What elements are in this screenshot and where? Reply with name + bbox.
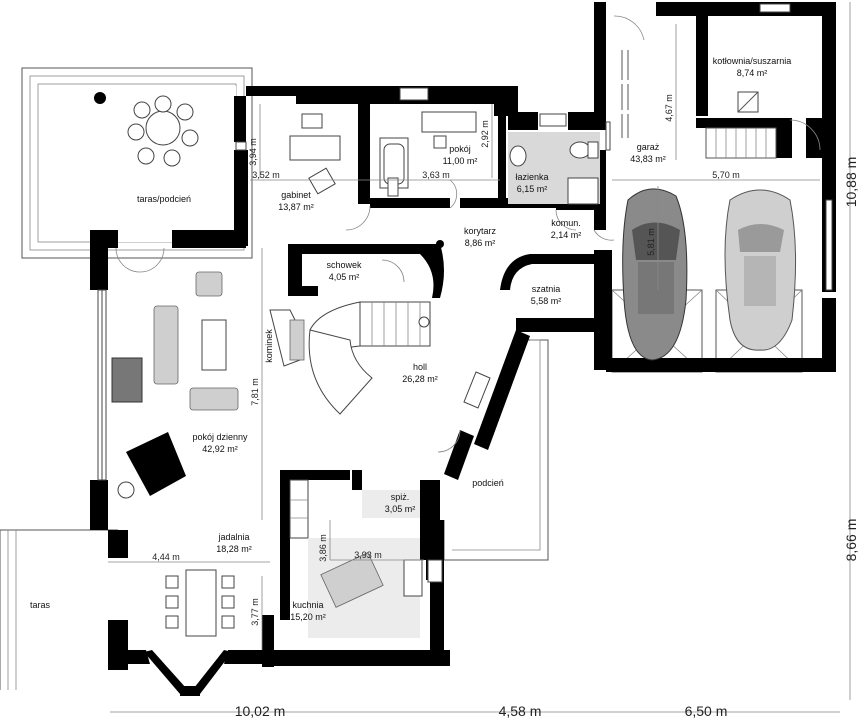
label-taras: taras: [30, 600, 51, 610]
dimension-labels: 3,94 m 2,92 m 4,67 m 3,52 m 3,63 m 5,70 …: [152, 94, 859, 719]
dim-right-bottom: 8,66 m: [843, 519, 859, 562]
dim-bottom-1: 10,02 m: [235, 703, 286, 719]
label-lazienka: łazienka: [515, 172, 548, 182]
dim-bottom-2: 4,58 m: [499, 703, 542, 719]
dim-467: 4,67 m: [664, 94, 674, 122]
dim-352: 3,52 m: [252, 170, 280, 180]
label-jadalnia-area: 18,28 m²: [216, 544, 252, 554]
office-furniture: [289, 113, 341, 195]
label-schowek: schowek: [326, 260, 362, 270]
label-korytarz-area: 8,86 m²: [465, 238, 496, 248]
dim-393: 3,93 m: [354, 550, 382, 560]
label-podcien: podcień: [472, 478, 504, 488]
top-terrace: [21, 67, 253, 259]
dim-581: 5,81 m: [646, 228, 656, 256]
dim-right-top: 10,88 m: [843, 157, 859, 208]
label-taras-podcien: taras/podcień: [137, 194, 191, 204]
dim-394: 3,94 m: [248, 138, 258, 166]
dim-781: 7,81 m: [250, 378, 260, 406]
dim-377: 3,77 m: [250, 598, 260, 626]
bathroom-fixtures: [508, 132, 600, 205]
dim-444: 4,44 m: [152, 552, 180, 562]
dim-363: 3,63 m: [422, 170, 450, 180]
dim-bottom-3: 6,50 m: [685, 703, 728, 719]
label-garaz: garaż: [637, 142, 660, 152]
label-kuchnia: kuchnia: [292, 600, 323, 610]
fireplace: [269, 309, 305, 367]
label-holl-area: 26,28 m²: [402, 374, 438, 384]
car-left: [622, 188, 688, 361]
doors: [115, 15, 645, 453]
car-right: [724, 189, 797, 351]
label-kotlownia-area: 8,74 m²: [737, 68, 768, 78]
windows: [97, 3, 833, 583]
dim-570: 5,70 m: [712, 170, 740, 180]
label-szatnia: szatnia: [532, 284, 561, 294]
label-pokoj-area: 11,00 m²: [443, 156, 478, 166]
dimension-lines: [108, 2, 851, 713]
label-komun: komun.: [551, 218, 581, 228]
label-spiz-area: 3,05 m²: [385, 504, 416, 514]
living-room-furniture: [111, 271, 239, 499]
spiral-stairs: [308, 240, 444, 415]
label-kuchnia-area: 15,20 m²: [290, 612, 326, 622]
label-jadalnia: jadalnia: [217, 532, 249, 542]
label-korytarz: korytarz: [464, 226, 497, 236]
terrace-table: [94, 92, 199, 167]
room-labels: taras/podcień gabinet 13,87 m² pokój 11,…: [30, 56, 791, 622]
label-kotlownia: kotłownia/suszarnia: [713, 56, 792, 66]
label-pokoj: pokój: [449, 144, 471, 154]
label-garaz-area: 43,83 m²: [630, 154, 666, 164]
label-pokoj-dzienny: pokój dzienny: [192, 432, 248, 442]
bikes: [621, 50, 629, 138]
walls: [90, 2, 836, 696]
label-gabinet: gabinet: [281, 190, 311, 200]
dim-292: 2,92 m: [480, 120, 490, 148]
label-gabinet-area: 13,87 m²: [278, 202, 314, 212]
label-schowek-area: 4,05 m²: [329, 272, 360, 282]
label-kominek: kominek: [264, 329, 274, 363]
bottom-terrace: [0, 529, 118, 690]
label-lazienka-area: 6,15 m²: [517, 184, 548, 194]
room-furniture: [379, 111, 477, 197]
label-szatnia-area: 5,58 m²: [531, 296, 562, 306]
label-komun-area: 2,14 m²: [551, 230, 582, 240]
stairs-top: [705, 91, 821, 159]
label-spiz: spiż.: [391, 492, 410, 502]
dining-set: [165, 569, 235, 637]
kitchen-furniture: [289, 479, 423, 638]
label-pokoj-dzienny-area: 42,92 m²: [202, 444, 238, 454]
dim-386: 3,86 m: [318, 534, 328, 562]
label-holl: holl: [413, 362, 427, 372]
